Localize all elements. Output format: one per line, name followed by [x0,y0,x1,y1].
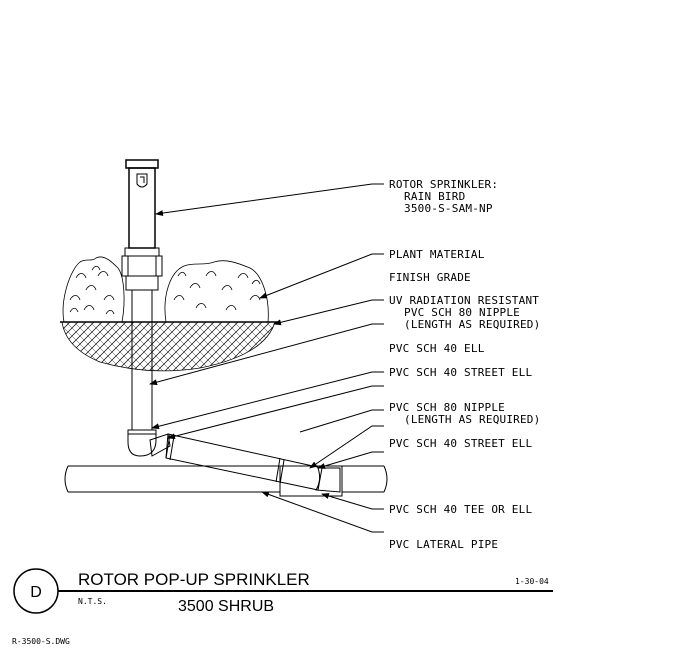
sch40-ell [127,429,157,457]
label-sch80-nipple-2: (LENGTH AS REQUIRED) [404,413,540,426]
label-plant-material: PLANT MATERIAL [389,248,485,261]
title-block: D ROTOR POP-UP SPRINKLER N.T.S. 3500 SHR… [12,568,553,646]
detail-subtitle: 3500 SHRUB [178,598,274,615]
detail-letter: D [30,584,42,601]
label-sch40-street-ell-2: PVC SCH 40 STREET ELL [389,437,532,450]
swing-nipple [149,433,323,491]
label-sch40-street-ell-1: PVC SCH 40 STREET ELL [389,366,532,379]
detail-title: ROTOR POP-UP SPRINKLER [78,570,310,589]
label-rotor-sprinkler-1: ROTOR SPRINKLER: [389,178,498,191]
scale-note: N.T.S. [78,597,107,606]
tee-fitting [279,465,343,497]
label-lateral-pipe: PVC LATERAL PIPE [389,538,498,551]
label-sch80-nipple-1: PVC SCH 80 NIPPLE [389,401,505,414]
label-rotor-sprinkler-2: RAIN BIRD [404,190,465,203]
detail-date: 1-30-04 [515,577,549,586]
label-uv-nipple-1: UV RADIATION RESISTANT [389,294,539,307]
lateral-pipe [64,465,388,493]
leader-lines [149,183,384,533]
drawing-file-name: R-3500-S.DWG [12,637,70,646]
label-sch40-ell: PVC SCH 40 ELL [389,342,485,355]
label-finish-grade: FINISH GRADE [389,271,471,284]
label-tee-or-ell: PVC SCH 40 TEE OR ELL [389,503,532,516]
label-rotor-sprinkler-3: 3500-S-SAM-NP [404,202,493,215]
plant-material-right [164,260,269,323]
rotor-sprinkler [121,159,163,291]
label-uv-nipple-2: PVC SCH 80 NIPPLE [404,306,520,319]
plant-material-left [62,256,125,323]
soil-mound [61,321,276,372]
label-uv-nipple-3: (LENGTH AS REQUIRED) [404,318,540,331]
